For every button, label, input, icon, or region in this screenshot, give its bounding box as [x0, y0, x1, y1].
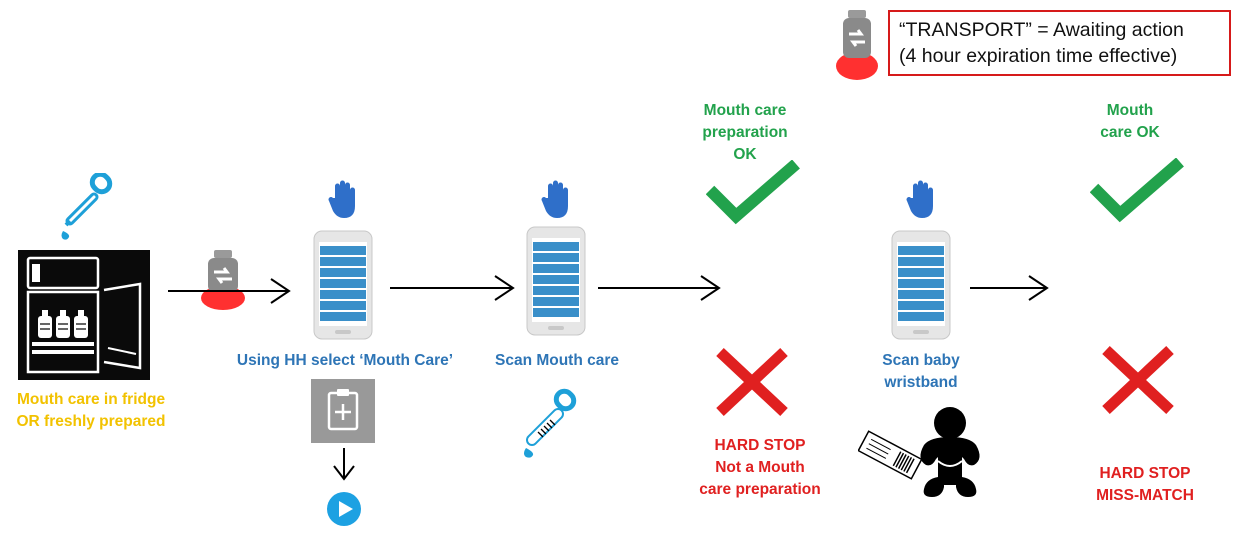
- prep-ok-line-1: Mouth care: [703, 102, 787, 119]
- handheld-device-icon: [526, 226, 586, 336]
- baby-icon: [914, 405, 986, 501]
- legend-line-1: “TRANSPORT” = Awaiting action: [899, 19, 1184, 41]
- arrow-4: [970, 275, 1049, 301]
- prep-ok-line-2: preparation: [702, 124, 788, 141]
- checkmark-icon: [1090, 158, 1184, 224]
- select-label: Using HH select ‘Mouth Care’: [236, 352, 454, 369]
- handheld-device-icon: [313, 230, 373, 340]
- prep-fail-label: HARD STOP Not a Mouth care preparation: [660, 435, 860, 501]
- scan-baby-label: Scan baby wristband: [841, 350, 1001, 394]
- scan-baby-line-1: Scan baby: [882, 352, 960, 369]
- final-fail-label: HARD STOP MISS-MATCH: [1060, 463, 1230, 507]
- final-ok-line-1: Mouth: [1106, 102, 1154, 119]
- fridge-label-line-1: Mouth care in fridge: [16, 391, 166, 408]
- wristband-icon: [858, 430, 922, 480]
- play-button-icon[interactable]: [326, 491, 362, 527]
- cross-icon: [714, 346, 790, 418]
- prep-fail-line-3: care preparation: [699, 481, 821, 498]
- prep-ok-line-3: OK: [733, 146, 757, 163]
- handheld-device-icon: [891, 230, 951, 340]
- prep-ok-label: Mouth care preparation OK: [660, 100, 830, 166]
- hand-icon: [906, 180, 936, 220]
- arrow-1: [168, 278, 291, 304]
- arrow-2: [390, 275, 515, 301]
- arrow-down: [333, 448, 355, 481]
- scan-care-label: Scan Mouth care: [494, 352, 620, 369]
- arrow-3: [598, 275, 721, 301]
- final-ok-line-2: care OK: [1100, 124, 1160, 141]
- final-ok-label: Mouth care OK: [1060, 100, 1200, 144]
- final-fail-line-1: HARD STOP: [1099, 465, 1191, 482]
- hand-icon: [541, 180, 571, 220]
- fridge-label-line-2: OR freshly prepared: [16, 413, 166, 430]
- cross-icon: [1100, 344, 1176, 416]
- final-fail-line-2: MISS-MATCH: [1096, 487, 1194, 504]
- scan-baby-line-2: wristband: [884, 374, 958, 391]
- legend-box: “TRANSPORT” = Awaiting action (4 hour ex…: [888, 10, 1231, 76]
- fridge-label: Mouth care in fridge OR freshly prepared: [0, 389, 182, 433]
- fridge-bottles-icon: [18, 250, 150, 380]
- prep-fail-line-2: Not a Mouth: [715, 459, 805, 476]
- dropper-icon: [56, 173, 118, 241]
- hand-icon: [328, 180, 358, 220]
- clipboard-plus-icon[interactable]: [311, 379, 375, 443]
- legend-line-2: (4 hour expiration time effective): [899, 45, 1178, 67]
- prep-fail-line-1: HARD STOP: [714, 437, 806, 454]
- checkmark-icon: [706, 160, 800, 226]
- legend-transport-icon: [834, 8, 880, 82]
- barcode-dropper-icon: [516, 388, 582, 460]
